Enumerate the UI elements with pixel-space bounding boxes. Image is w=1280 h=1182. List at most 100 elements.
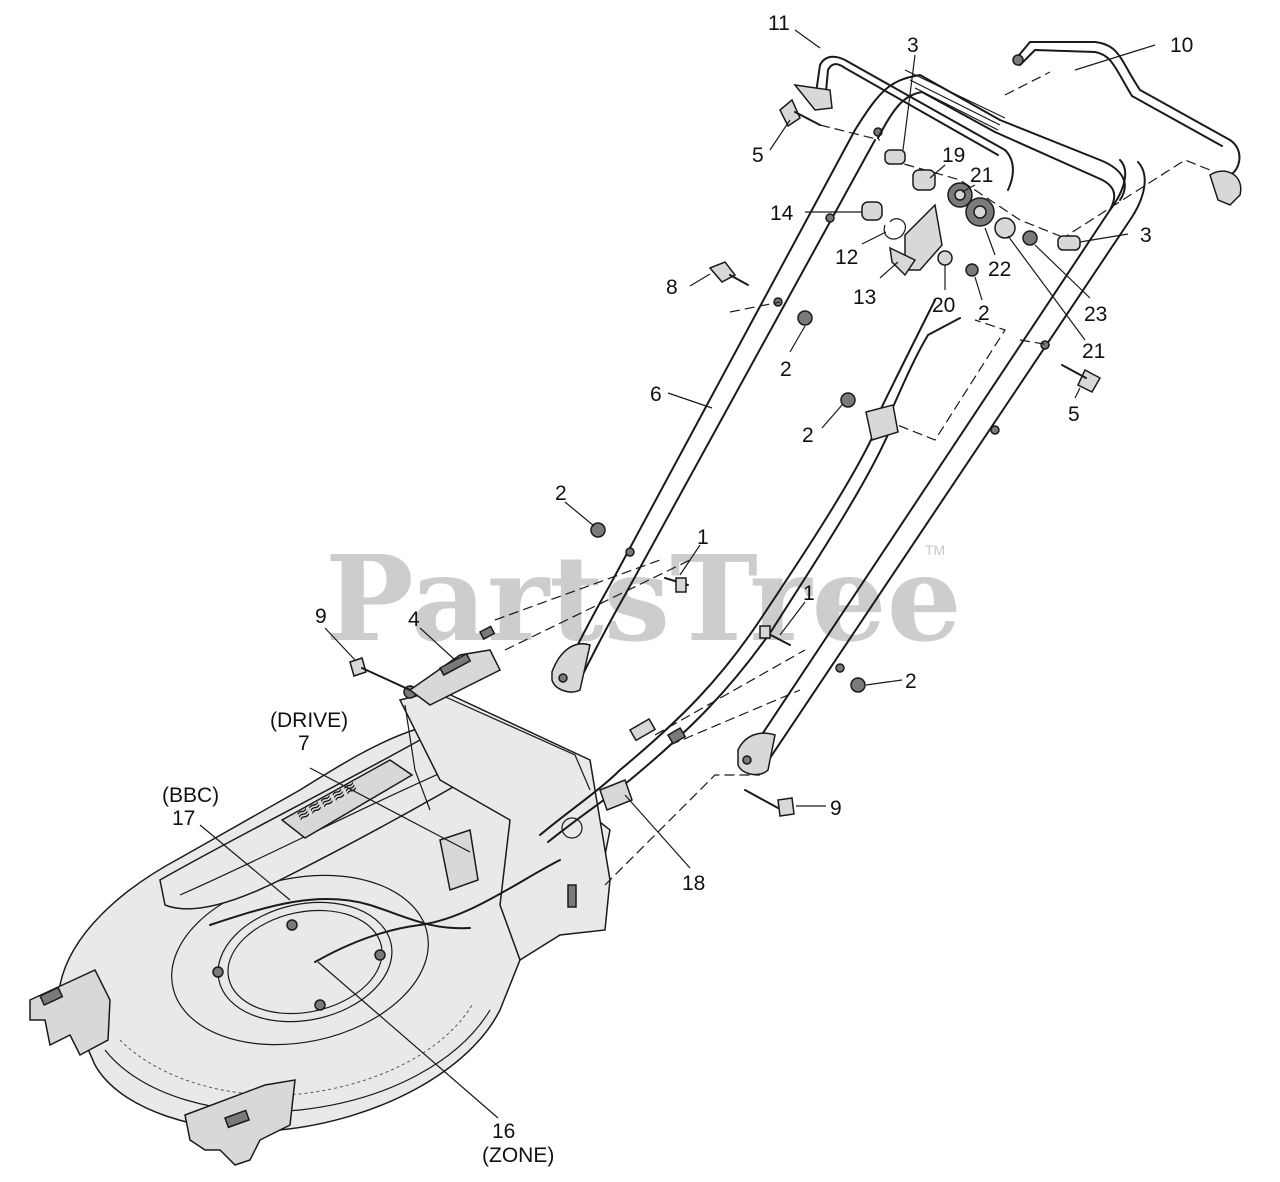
assembly-lines [494,71,1211,886]
control-cables [539,299,961,843]
leader-3b [1079,233,1129,243]
handle-hole [835,663,845,673]
nut-2c [840,392,856,408]
leader-7 [309,767,471,853]
bolt-9b-head [777,797,795,817]
bracket-hole [561,817,583,839]
leader-1b [779,601,806,636]
bail-11-bar-a [814,55,1014,191]
handle-upper-loop [854,69,1126,211]
bail-10 [1012,41,1242,206]
callout-11: 11 [768,12,790,35]
leader-3a [902,54,916,151]
pin-8-shank [729,274,749,286]
deck-bolt [286,919,298,931]
bracket-slot [567,884,577,908]
callout-14: 14 [770,202,794,225]
wheel-pocket-left [29,969,111,1057]
leader-8 [689,273,711,287]
handle-right-foot-hole [742,755,752,765]
blade-housing-ring [217,901,393,1023]
callout-2: 2 [978,302,990,325]
callout-20: 20 [932,294,955,317]
rear-bracket [398,689,611,962]
assembly-line [884,319,1006,441]
nut-2b [797,310,813,326]
assembly-line [504,559,691,651]
leader-11 [794,29,821,49]
bail-11 [793,55,1014,191]
leader-4 [419,627,456,661]
deck-bolt [314,999,326,1011]
callout-7: 7 [298,732,310,755]
callout-17-note: (BBC) [162,784,219,807]
leader-13 [879,261,899,279]
assembly-line [654,649,806,736]
cable-tie-18 [599,779,633,811]
assembly-line [1019,339,1051,346]
bail-pivot [1012,54,1024,66]
mower-deck: ≋≋≋≋≋ [29,685,611,1166]
assembly-line [604,774,760,886]
callout-2: 2 [555,482,567,505]
assembly-line [819,124,881,141]
callout-1: 1 [803,582,815,605]
callout-16-note: (ZONE) [482,1144,554,1167]
spacer-3 [884,149,906,165]
leader-22 [984,227,996,256]
leader-5b [1074,387,1081,399]
hardware [349,98,1102,817]
callout-6: 6 [650,383,662,406]
leader-18 [624,794,691,869]
deck-cable-17 [209,897,471,930]
callout-2: 2 [802,424,814,447]
handle-left-foot-hole [558,673,568,683]
leader-2c [821,404,843,429]
washer-20 [937,250,953,266]
leader-6 [667,392,713,409]
bolt-9b-shank [744,789,779,809]
handle-left-6 [551,127,883,693]
leader-2a [974,276,983,301]
drive-control-housing [439,829,479,891]
plate-13-tab [889,246,917,277]
bracket-4-slot [478,625,496,641]
watermark-brand: PartsTree [325,529,962,668]
leader-lines [199,29,1156,1119]
cable-upper-a [877,299,936,416]
leader-12 [861,231,887,245]
deck-bolt [212,966,224,978]
callout-5: 5 [1068,403,1080,426]
washer-21b [994,217,1016,239]
leader-19 [929,164,946,179]
spacer-14 [861,201,883,221]
callout-2: 2 [905,670,917,693]
bolt-5-shank [794,111,821,126]
wheel-pocket-mark [39,986,64,1007]
assembly-line [669,689,801,746]
deck-bolt [374,949,386,961]
bolt-9-shank [361,667,411,691]
callout-23: 23 [1084,303,1107,326]
spacer-19 [912,169,936,191]
bolt-1b-head [759,625,771,639]
pin-8 [708,261,737,283]
brand-badge [280,759,414,839]
deck-rim [104,1009,491,1113]
leader-2b [789,325,806,353]
watermark-trademark: TM [925,542,945,558]
callout-16: 16 [492,1120,515,1143]
blade-housing-inner [227,909,383,1015]
cable-b [547,424,893,843]
wheel-pocket-mark [224,1109,251,1129]
leader-2d [564,501,595,527]
handle-hole [825,213,835,223]
gear-21-hub [954,189,966,201]
handle-hole [990,425,1000,435]
assembly-line [729,301,781,313]
bracket-edge [404,704,431,811]
bail-bar-a [1014,41,1241,186]
handle-grip-lines [904,69,1006,131]
watermark: PartsTree TM [325,529,962,668]
cable-clip [666,726,687,745]
